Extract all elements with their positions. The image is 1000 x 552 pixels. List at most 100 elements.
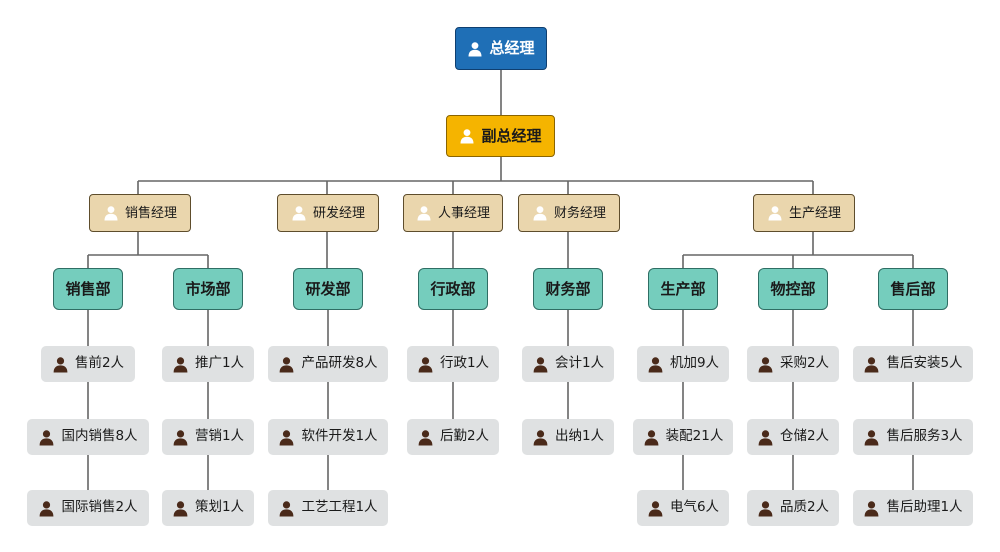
deputy-general-manager-label: 副总经理 [481, 126, 542, 145]
person-icon [172, 356, 189, 373]
dept-production: 生产部 [648, 268, 718, 310]
staff-item: 售后助理1人 [853, 490, 973, 526]
staff-item: 营销1人 [162, 419, 254, 455]
person-icon [532, 205, 548, 221]
person-icon [103, 205, 119, 221]
staff-label: 品质2人 [779, 499, 830, 516]
manager-finance: 财务经理 [518, 194, 620, 232]
general-manager-box: 总经理 [455, 27, 547, 70]
department-label: 财务部 [545, 279, 591, 298]
staff-item: 售前2人 [41, 346, 135, 382]
person-icon [757, 500, 774, 517]
dept-material-control: 物控部 [758, 268, 828, 310]
manager-label: 财务经理 [553, 205, 606, 221]
person-icon [863, 429, 880, 446]
manager-label: 研发经理 [312, 205, 365, 221]
staff-label: 装配21人 [665, 428, 724, 445]
staff-label: 机加9人 [669, 355, 720, 372]
staff-label: 行政1人 [439, 355, 490, 372]
staff-label: 售后助理1人 [886, 499, 963, 516]
department-label: 研发部 [305, 279, 351, 298]
staff-label: 仓储2人 [779, 428, 830, 445]
staff-item: 装配21人 [633, 419, 733, 455]
staff-label: 采购2人 [779, 355, 830, 372]
manager-label: 销售经理 [124, 205, 177, 221]
staff-item: 出纳1人 [522, 419, 614, 455]
person-icon [643, 429, 660, 446]
person-icon [757, 429, 774, 446]
person-icon [647, 356, 664, 373]
staff-item: 行政1人 [407, 346, 499, 382]
person-icon [757, 356, 774, 373]
staff-item: 会计1人 [522, 346, 614, 382]
staff-label: 产品研发8人 [301, 355, 378, 372]
dept-rd: 研发部 [293, 268, 363, 310]
person-icon [417, 356, 434, 373]
staff-item: 机加9人 [637, 346, 729, 382]
staff-label: 工艺工程1人 [301, 499, 378, 516]
staff-label: 会计1人 [554, 355, 605, 372]
manager-production: 生产经理 [753, 194, 855, 232]
staff-item: 后勤2人 [407, 419, 499, 455]
staff-label: 软件开发1人 [301, 428, 378, 445]
staff-label: 国际销售2人 [61, 499, 138, 516]
person-icon [459, 128, 475, 144]
staff-item: 软件开发1人 [268, 419, 388, 455]
person-icon [647, 500, 664, 517]
staff-label: 出纳1人 [554, 428, 605, 445]
person-icon [532, 356, 549, 373]
department-label: 市场部 [185, 279, 231, 298]
staff-label: 营销1人 [194, 428, 245, 445]
person-icon [416, 205, 432, 221]
department-label: 售后部 [890, 279, 936, 298]
staff-label: 电气6人 [669, 499, 720, 516]
manager-label: 生产经理 [788, 205, 841, 221]
department-label: 销售部 [65, 279, 111, 298]
staff-label: 推广1人 [194, 355, 245, 372]
manager-hr: 人事经理 [403, 194, 503, 232]
staff-label: 售前2人 [74, 355, 125, 372]
staff-item: 推广1人 [162, 346, 254, 382]
staff-item: 品质2人 [747, 490, 839, 526]
dept-finance: 财务部 [533, 268, 603, 310]
staff-label: 售后服务3人 [886, 428, 963, 445]
manager-sales: 销售经理 [89, 194, 191, 232]
person-icon [863, 500, 880, 517]
department-label: 行政部 [430, 279, 476, 298]
person-icon [467, 41, 483, 57]
dept-marketing: 市场部 [173, 268, 243, 310]
staff-item: 策划1人 [162, 490, 254, 526]
person-icon [278, 429, 295, 446]
staff-item: 国际销售2人 [27, 490, 149, 526]
person-icon [291, 205, 307, 221]
staff-label: 国内销售8人 [61, 428, 138, 445]
staff-label: 后勤2人 [439, 428, 490, 445]
person-icon [172, 429, 189, 446]
staff-item: 仓储2人 [747, 419, 839, 455]
person-icon [532, 429, 549, 446]
staff-item: 国内销售8人 [27, 419, 149, 455]
person-icon [863, 356, 880, 373]
person-icon [417, 429, 434, 446]
person-icon [278, 500, 295, 517]
general-manager-label: 总经理 [489, 39, 535, 57]
staff-label: 售后安装5人 [886, 355, 963, 372]
department-label: 物控部 [770, 279, 816, 298]
person-icon [52, 356, 69, 373]
staff-item: 产品研发8人 [268, 346, 388, 382]
person-icon [38, 500, 55, 517]
dept-sales: 销售部 [53, 268, 123, 310]
manager-label: 人事经理 [437, 205, 490, 221]
staff-item: 售后安装5人 [853, 346, 973, 382]
person-icon [278, 356, 295, 373]
staff-label: 策划1人 [194, 499, 245, 516]
dept-after-sales: 售后部 [878, 268, 948, 310]
dept-admin: 行政部 [418, 268, 488, 310]
staff-item: 采购2人 [747, 346, 839, 382]
manager-rd: 研发经理 [277, 194, 379, 232]
person-icon [767, 205, 783, 221]
staff-item: 售后服务3人 [853, 419, 973, 455]
staff-item: 电气6人 [637, 490, 729, 526]
person-icon [38, 429, 55, 446]
